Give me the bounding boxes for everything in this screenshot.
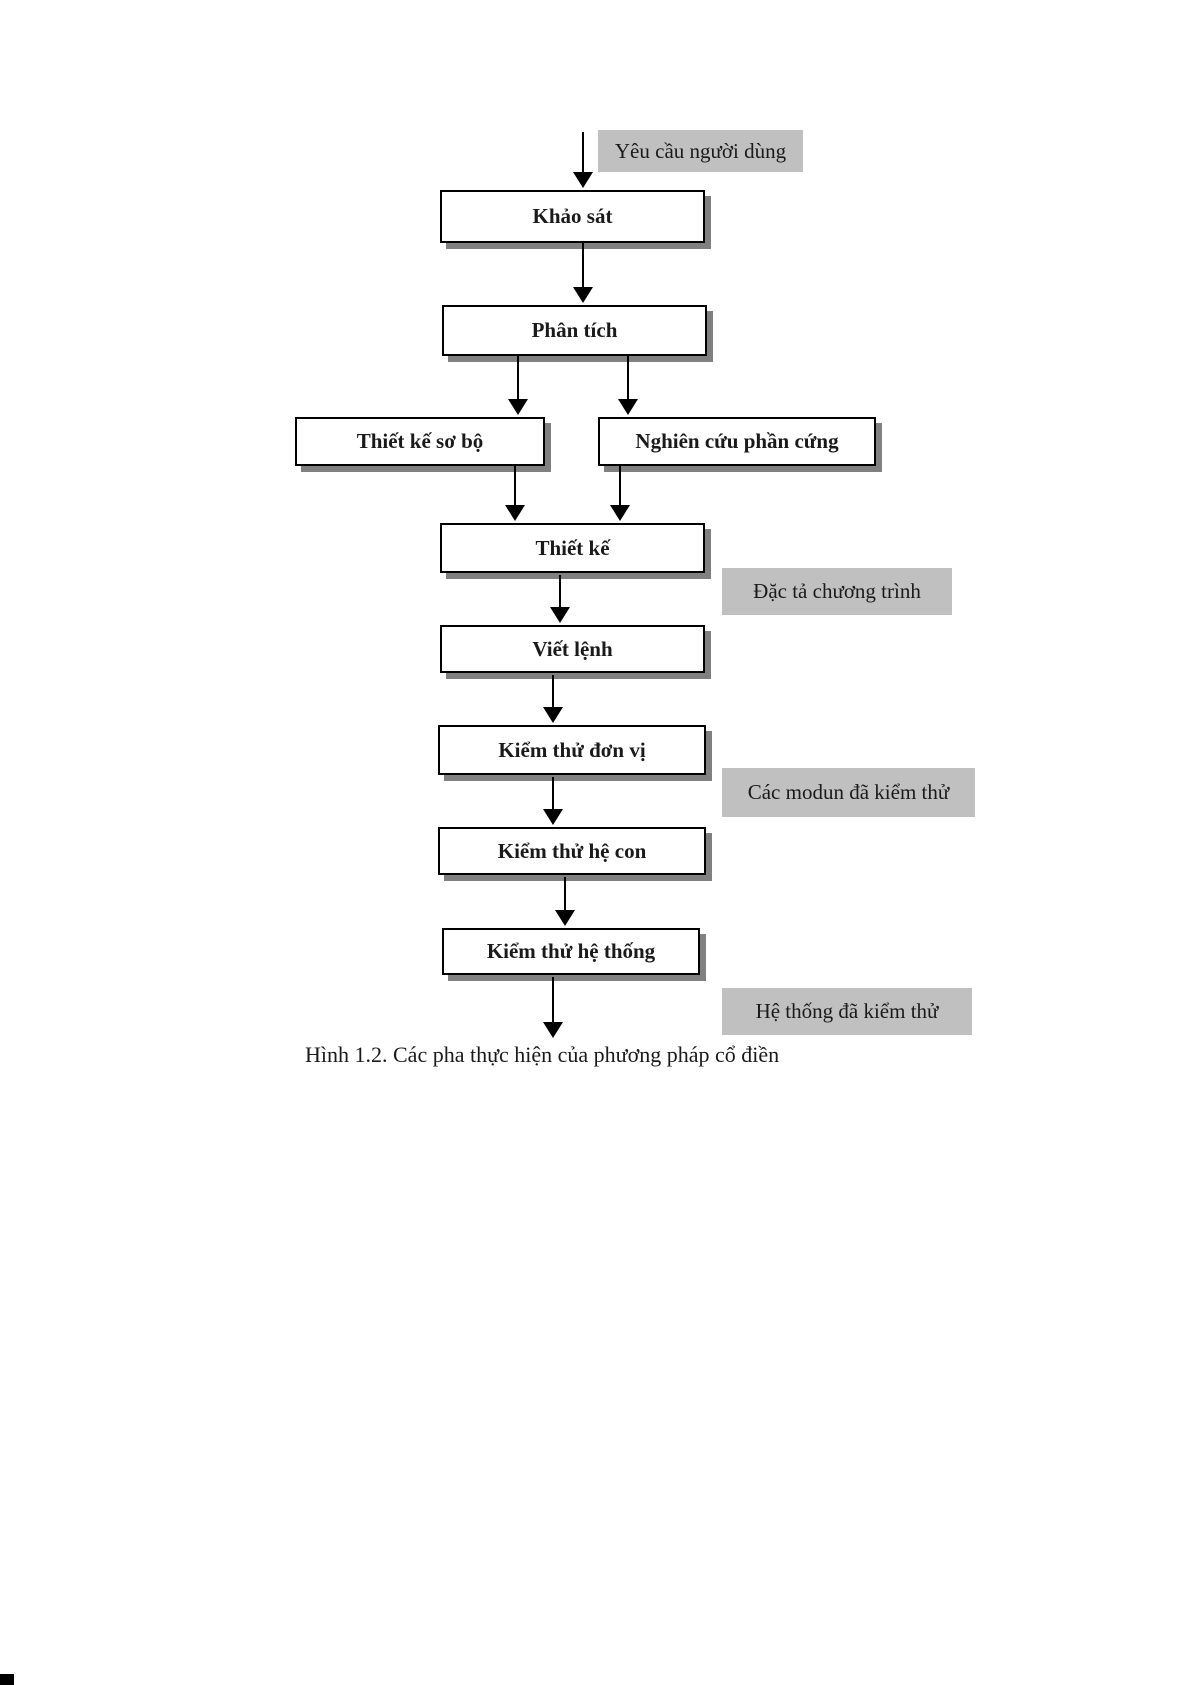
arrow-nghien-cuu-phan-cung-to-thiet-ke <box>610 466 630 521</box>
flowchart-node-kiem-thu-he-con: Kiểm thử hệ con <box>438 827 706 875</box>
arrow-phan-tich-to-thiet-ke-so-bo <box>508 356 528 415</box>
flowchart-node-kiem-thu-don-vi: Kiểm thử đơn vị <box>438 725 706 775</box>
annotation-label: Yêu cầu người dùng <box>614 138 787 163</box>
arrow-kiem-thu-he-thong-exit <box>543 977 563 1038</box>
arrow-viet-lenh-to-kiem-thu-don-vi <box>543 675 563 723</box>
arrow-phan-tich-to-nghien-cuu-phan-cung <box>618 356 638 415</box>
annotation-tested-modules: Các modun đã kiểm thử <box>722 768 975 817</box>
flowchart-node-viet-lenh: Viết lệnh <box>440 625 705 673</box>
annotation-label: Hệ thống đã kiểm thử <box>755 999 939 1023</box>
arrow-kiem-thu-don-vi-to-kiem-thu-he-con <box>543 777 563 825</box>
flowchart-node-khao-sat: Khảo sát <box>440 190 705 243</box>
node-label: Viết lệnh <box>532 636 613 661</box>
node-label: Nghiên cứu phần cứng <box>635 429 839 453</box>
annotation-label: Các modun đã kiểm thử <box>747 780 950 804</box>
flowchart-node-nghien-cuu-phan-cung: Nghiên cứu phần cứng <box>598 417 876 466</box>
flowchart-node-thiet-ke: Thiết kế <box>440 523 705 573</box>
flowchart-node-phan-tich: Phân tích <box>442 305 707 356</box>
node-label: Kiểm thử hệ con <box>497 838 647 863</box>
arrow-user-requirements-to-khao-sat <box>573 132 593 188</box>
node-label: Phân tích <box>531 318 618 342</box>
flowchart-node-thiet-ke-so-bo: Thiết kế sơ bộ <box>295 417 545 466</box>
arrow-khao-sat-to-phan-tich <box>573 243 593 303</box>
node-label: Thiết kế sơ bộ <box>356 429 484 453</box>
page-corner-mark <box>0 1674 14 1685</box>
arrow-thiet-ke-to-viet-lenh <box>550 575 570 623</box>
annotation-program-specification: Đặc tả chương trình <box>722 568 952 615</box>
node-label: Kiểm thử đơn vị <box>498 737 646 762</box>
arrow-kiem-thu-he-con-to-kiem-thu-he-thong <box>555 877 575 926</box>
annotation-label: Đặc tả chương trình <box>753 579 921 603</box>
node-label: Khảo sát <box>532 204 613 228</box>
annotation-tested-system: Hệ thống đã kiểm thử <box>722 988 972 1035</box>
flowchart-node-kiem-thu-he-thong: Kiểm thử hệ thống <box>442 928 700 975</box>
node-label: Kiểm thử hệ thống <box>486 939 656 963</box>
node-label: Thiết kế <box>535 535 610 560</box>
annotation-user-requirements: Yêu cầu người dùng <box>598 130 803 172</box>
arrow-thiet-ke-so-bo-to-thiet-ke <box>505 466 525 521</box>
figure-caption: Hình 1.2. Các pha thực hiện của phương p… <box>305 1042 780 1067</box>
